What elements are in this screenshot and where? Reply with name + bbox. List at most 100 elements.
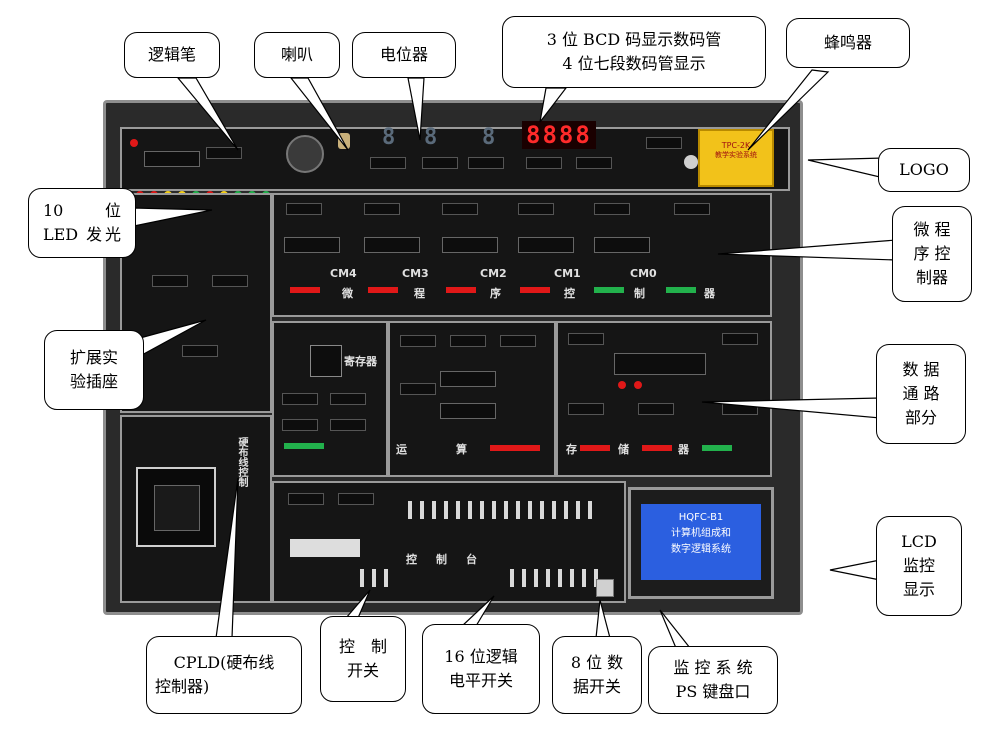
logic-switch-5[interactable] <box>456 501 460 519</box>
mem-title-1: 存 <box>566 443 577 456</box>
data-switch-2[interactable] <box>522 569 526 587</box>
callout-datapath-line1: 数 据 <box>902 360 940 379</box>
micro-chip-5 <box>594 237 650 253</box>
console-title-2: 制 <box>436 553 447 566</box>
mem-title-3: 器 <box>678 443 689 456</box>
control-switch-1[interactable] <box>360 569 364 587</box>
alu-chip-2 <box>450 335 486 347</box>
callout-datapath-line3: 部分 <box>904 408 937 427</box>
lcd-screen: HQFC-B1 计算机组成和 数字逻辑系统 <box>641 504 761 580</box>
callout-led-line2: LED 发光 <box>43 225 121 244</box>
pointer-logo <box>807 157 885 179</box>
exp-chip-3 <box>182 345 218 357</box>
data-switch-1[interactable] <box>510 569 514 587</box>
data-switch-3[interactable] <box>534 569 538 587</box>
mem-chip-1 <box>614 353 706 375</box>
alu-chip-5 <box>440 403 496 419</box>
buzzer-body <box>684 155 698 169</box>
micro-title-1: 微 <box>342 287 353 300</box>
logic-switch-16[interactable] <box>588 501 592 519</box>
alu-chip-3 <box>500 335 536 347</box>
logic-switch-9[interactable] <box>504 501 508 519</box>
data-switch-8[interactable] <box>594 569 598 587</box>
micro-chip-1 <box>284 237 340 253</box>
micro-chip-2 <box>364 237 420 253</box>
logic-switch-4[interactable] <box>444 501 448 519</box>
callout-speaker-text: 喇叭 <box>280 45 313 64</box>
callout-logo: LOGO <box>878 148 970 192</box>
ps-keyboard-port[interactable] <box>596 579 614 597</box>
pointer-control-switch <box>344 589 371 619</box>
alu-panel: 运 算 <box>388 321 556 477</box>
callout-led-line1: 10 位 <box>43 201 121 220</box>
control-switch-2[interactable] <box>372 569 376 587</box>
mem-led-2 <box>634 381 642 389</box>
callout-microprogram-line3: 制器 <box>915 268 948 287</box>
logic-switch-15[interactable] <box>576 501 580 519</box>
micro-led-bar-5 <box>594 287 624 293</box>
callout-display-line1: 3 位 BCD 码显示数码管 <box>546 30 722 49</box>
callout-logo-text: LOGO <box>899 160 949 179</box>
data-switch-4[interactable] <box>546 569 550 587</box>
logic-switch-14[interactable] <box>564 501 568 519</box>
pointer-led <box>133 207 213 227</box>
micro-led-bar-3 <box>446 287 476 293</box>
micro-chip-4 <box>518 237 574 253</box>
callout-buzzer-text: 蜂鸣器 <box>823 33 872 52</box>
seven-segment-display: 8888 <box>522 121 596 149</box>
exp-chip-2 <box>212 275 248 287</box>
callout-ps-port-line1: 监 控 系 统 <box>673 658 753 677</box>
micro-chip-7 <box>364 203 400 215</box>
logic-switch-11[interactable] <box>528 501 532 519</box>
bcd-chip-3 <box>468 157 504 169</box>
expansion-socket-panel <box>120 193 272 413</box>
logic-switch-13[interactable] <box>552 501 556 519</box>
logic-pen-chip-2 <box>206 147 242 159</box>
alu-chip-4 <box>440 371 496 387</box>
logic-switch-10[interactable] <box>516 501 520 519</box>
reg-chip-1 <box>282 393 318 405</box>
logic-switch-8[interactable] <box>492 501 496 519</box>
console-title-1: 控 <box>406 553 417 566</box>
pointer-lcd <box>829 559 881 581</box>
micro-chip-6 <box>286 203 322 215</box>
logic-switch-3[interactable] <box>432 501 436 519</box>
cm4-label: CM4 <box>330 267 357 280</box>
control-switch-3[interactable] <box>384 569 388 587</box>
mem-title-2: 储 <box>618 443 629 456</box>
bcd-digit-3: 8 <box>482 125 496 150</box>
callout-lcd-line3: 显示 <box>902 580 935 599</box>
micro-title-6: 器 <box>704 287 715 300</box>
data-switch-7[interactable] <box>582 569 586 587</box>
logic-switch-1[interactable] <box>408 501 412 519</box>
bcd-digit-2: 8 <box>424 125 438 150</box>
experiment-board: 8 8 8 8888 TPC-2K 教学实验系统 <box>103 100 803 615</box>
mem-chip-2 <box>568 333 604 345</box>
micro-chip-10 <box>594 203 630 215</box>
callout-cpld: CPLD(硬布线 控制器) <box>146 636 302 714</box>
callout-lcd-line1: LCD <box>901 532 937 551</box>
micro-led-bar-6 <box>666 287 696 293</box>
console-chip-1 <box>288 493 324 505</box>
micro-chip-9 <box>518 203 554 215</box>
callout-cpld-line1: CPLD(硬布线 <box>173 653 275 672</box>
logic-switch-12[interactable] <box>540 501 544 519</box>
alu-title-2: 算 <box>456 443 467 456</box>
reg-chip-4 <box>330 419 366 431</box>
callout-buzzer: 蜂鸣器 <box>786 18 910 68</box>
bcd-chip-2 <box>422 157 458 169</box>
callout-expansion-line2: 验插座 <box>69 372 118 391</box>
lcd-frame: HQFC-B1 计算机组成和 数字逻辑系统 <box>628 487 774 599</box>
logic-switch-7[interactable] <box>480 501 484 519</box>
data-switch-5[interactable] <box>558 569 562 587</box>
callout-control-switch-line1: 控 制 <box>338 637 387 656</box>
cm1-label: CM1 <box>554 267 581 280</box>
alu-led-bar <box>490 445 540 451</box>
pointer-ps-port <box>659 609 692 649</box>
data-switch-6[interactable] <box>570 569 574 587</box>
pointer-logic-switch <box>460 595 495 627</box>
logic-switch-6[interactable] <box>468 501 472 519</box>
micro-title-3: 序 <box>490 287 501 300</box>
lcd-text-1: HQFC-B1 <box>678 512 724 523</box>
logic-switch-2[interactable] <box>420 501 424 519</box>
